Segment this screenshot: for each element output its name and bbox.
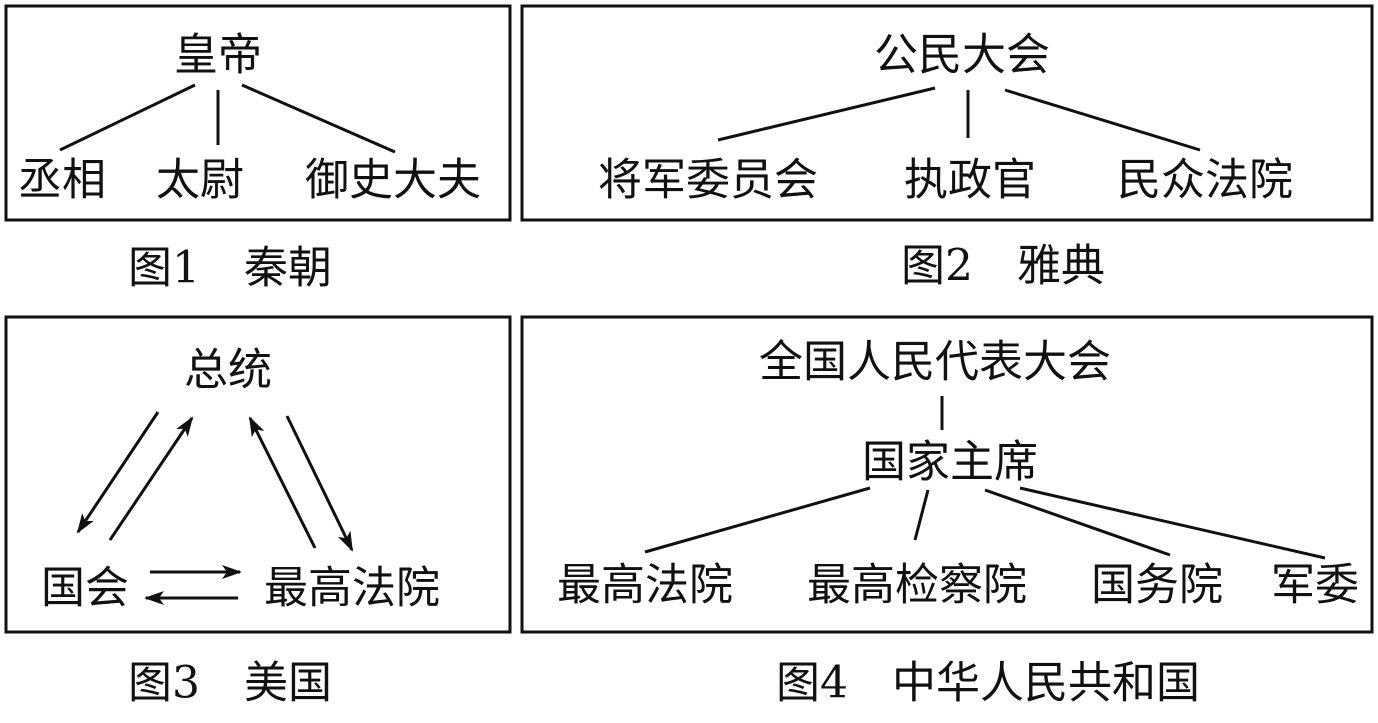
node-censor: 御史大夫 (305, 155, 481, 206)
connector (59, 83, 196, 152)
node-procuratorate: 最高检察院 (807, 560, 1027, 611)
node-chancellor: 丞相 (18, 155, 106, 206)
figure-1-caption: 图1 秦朝 (128, 243, 332, 294)
figure-3-usa: 总统 国会 最高法院 图3 美国 (4, 315, 512, 709)
figure-1-frame (4, 4, 512, 222)
arrow-president-to-court (285, 415, 354, 552)
node-assembly: 公民大会 (874, 30, 1050, 81)
connector (1019, 486, 1326, 560)
connector (241, 83, 396, 154)
figure-4-frame (520, 315, 1374, 634)
node-president: 总统 (184, 345, 272, 396)
connector (644, 486, 871, 554)
arrow-court-to-president (248, 416, 317, 549)
node-supreme-court: 最高法院 (557, 560, 733, 611)
arrow-president-to-congress (76, 411, 160, 534)
connector (717, 86, 936, 142)
node-military-commission: 军委 (1271, 560, 1359, 611)
node-congress: 国会 (41, 563, 129, 614)
node-state-council: 国务院 (1091, 560, 1223, 611)
connector (913, 489, 930, 541)
connector (984, 488, 1171, 557)
figure-2-frame (520, 4, 1374, 222)
figure-1-qin: 皇帝 丞相 太尉 御史大夫 图1 秦朝 (4, 4, 512, 294)
node-court: 民众法院 (1117, 155, 1293, 206)
node-archon: 执政官 (904, 155, 1036, 206)
node-npc: 全国人民代表大会 (759, 337, 1111, 388)
figure-3-frame (4, 315, 512, 634)
node-taiwei: 太尉 (156, 155, 244, 206)
node-emperor: 皇帝 (174, 30, 262, 81)
arrow-congress-to-president (108, 416, 194, 541)
figure-4-prc: 全国人民代表大会 国家主席 最高法院 最高检察院 国务院 军委 图4 中华人民共… (520, 315, 1374, 709)
node-generals: 将军委员会 (598, 155, 818, 206)
node-state-president: 国家主席 (862, 437, 1038, 488)
connector (1004, 88, 1201, 152)
figure-3-caption: 图3 美国 (128, 658, 332, 709)
figure-2-athens: 公民大会 将军委员会 执政官 民众法院 图2 雅典 (520, 4, 1374, 292)
node-supreme-court: 最高法院 (264, 563, 440, 614)
figure-4-caption: 图4 中华人民共和国 (776, 658, 1200, 709)
figure-2-caption: 图2 雅典 (901, 241, 1105, 292)
